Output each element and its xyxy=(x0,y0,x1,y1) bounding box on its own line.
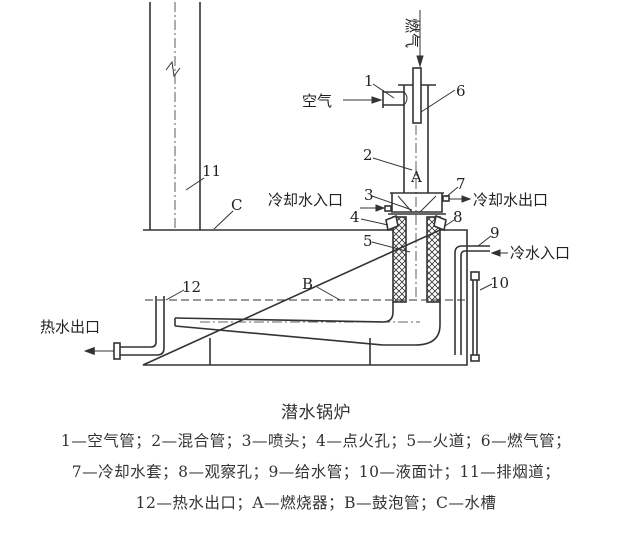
air-label: 空气 xyxy=(302,92,332,110)
flue-chimney xyxy=(149,2,201,230)
burner-assembly xyxy=(174,67,450,346)
label-10: 10 xyxy=(490,274,509,292)
label-B: B xyxy=(302,275,313,293)
level-gauge xyxy=(470,271,480,362)
label-4: 4 xyxy=(350,208,360,226)
caption-line-2: 7—冷却水套；8—观察孔；9—给水管；10—液面计；11—排烟道； xyxy=(71,463,561,481)
cold-water-inlet-label: 冷水入口 xyxy=(510,244,570,262)
label-1: 1 xyxy=(364,72,374,90)
hot-water-outlet xyxy=(83,296,165,360)
feed-water-pipe xyxy=(454,245,490,355)
label-8: 8 xyxy=(453,208,463,226)
caption-line-1: 1—空气管；2—混合管；3—喷头；4—点火孔；5—火道；6—燃气管； xyxy=(60,432,572,450)
label-11: 11 xyxy=(202,162,221,180)
hot-water-outlet-label: 热水出口 xyxy=(40,318,100,336)
label-5: 5 xyxy=(363,232,373,250)
gas-label: 燃气 xyxy=(403,18,421,48)
label-C: C xyxy=(231,196,242,214)
label-7: 7 xyxy=(456,175,466,193)
label-A: A xyxy=(410,168,422,186)
label-2: 2 xyxy=(363,146,373,164)
caption-title: 潜水锅炉 xyxy=(281,403,351,423)
submerged-boiler-diagram: 燃气 空气 1 6 2 A 冷却水入口 3 7 冷却水出口 4 8 5 9 冷水… xyxy=(40,2,570,366)
cooling-water-inlet-label: 冷却水入口 xyxy=(268,191,343,209)
label-3: 3 xyxy=(364,186,374,204)
label-9: 9 xyxy=(490,224,500,242)
label-6: 6 xyxy=(456,82,466,100)
caption-line-3: 12—热水出口；A—燃烧器；B—鼓泡管；C—水槽 xyxy=(135,494,497,512)
cooling-water-outlet-label: 冷却水出口 xyxy=(473,191,548,209)
label-12: 12 xyxy=(182,278,201,296)
